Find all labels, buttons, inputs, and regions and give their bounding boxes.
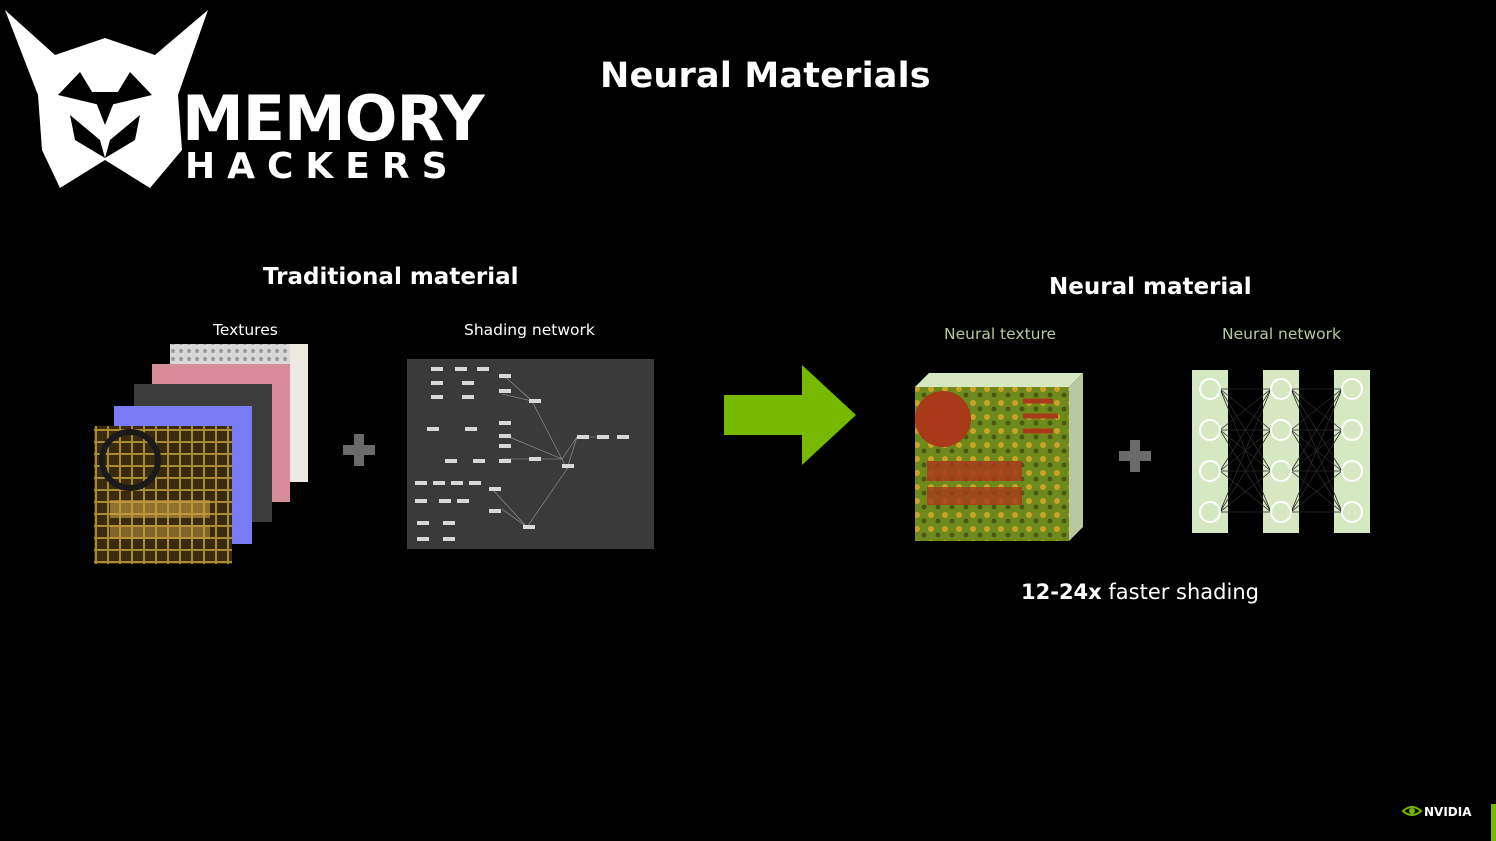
edge-accent-bar [1491,804,1496,841]
slide-title: Neural Materials [600,56,931,96]
nn-node [1341,460,1363,482]
speedup-caption: 12-24x faster shading [1021,580,1259,604]
neural-texture-label: Neural texture [944,325,1057,343]
textures-label: Textures [213,321,278,339]
neural-network-label: Neural network [1222,325,1342,343]
nn-edge [1219,388,1272,472]
neural-material-title: Neural material [1049,274,1252,300]
nn-node [1341,378,1363,400]
nn-node [1270,419,1292,441]
nn-edge [1290,388,1343,513]
logo-line1: MEMORY [182,82,486,155]
texture-map-albedo [94,426,232,564]
nn-edge [1219,429,1272,513]
plus-icon [343,434,375,466]
memory-hackers-logo: MEMORY HACKERS [5,10,487,188]
nn-edge [1290,429,1343,513]
nn-node [1270,378,1292,400]
arrow-right-icon [724,365,856,465]
nn-edge [1290,388,1343,472]
nvidia-wordmark: NVIDIA [1424,805,1472,819]
traditional-material-title: Traditional material [263,264,519,290]
nn-edge [1290,470,1343,513]
nn-edge [1219,388,1272,513]
nn-node [1199,419,1221,441]
nn-node [1270,501,1292,523]
logo-line2: HACKERS [185,146,460,187]
nn-edge [1219,470,1272,513]
nn-node [1199,501,1221,523]
plus-icon [1119,440,1151,472]
nvidia-eye-icon [1402,806,1423,816]
neural-texture-cube [915,373,1083,541]
speedup-value: 12-24x [1021,580,1102,604]
nn-node [1341,419,1363,441]
nn-edge [1219,388,1272,431]
texture-stack [94,344,308,564]
nn-node [1199,460,1221,482]
nn-node [1270,460,1292,482]
nvidia-logo: NVIDIA [1402,805,1472,819]
neural-network-diagram [1192,370,1370,533]
speedup-text: faster shading [1101,580,1259,604]
shading-network-graph [407,359,654,549]
nn-node [1341,501,1363,523]
nn-edge [1290,388,1343,431]
nn-node [1199,378,1221,400]
shading-network-label: Shading network [464,321,595,339]
